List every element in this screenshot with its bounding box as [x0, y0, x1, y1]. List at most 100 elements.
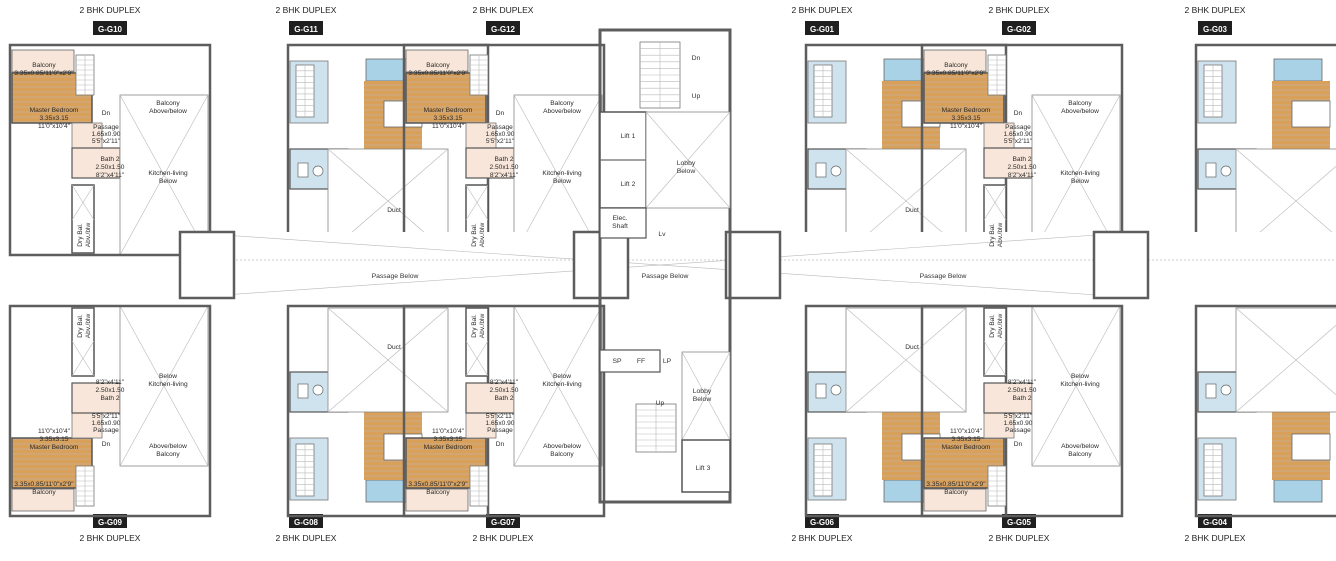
unit-tag: G-G02 [1007, 25, 1032, 34]
void-cross-line [119, 305, 209, 467]
void-cross-line [513, 94, 603, 256]
dry-balcony-abv-label: Abv./blw [479, 223, 486, 248]
unit-type-label: 2 BHK DUPLEX [792, 533, 853, 543]
bath-2-size-m: 2.50x1.50 [96, 164, 125, 171]
balcony-floor [1273, 58, 1323, 82]
balcony-above-below-label: Above/below [1061, 108, 1099, 115]
dry-balcony-label: Dry Bal. [77, 223, 84, 247]
unit-tag: G-G06 [810, 518, 835, 527]
dry-balcony [71, 184, 95, 254]
lift-1-label: Lift 1 [621, 133, 636, 140]
passage-label: Passage [1005, 427, 1031, 434]
unit-type-label: 2 BHK DUPLEX [80, 533, 141, 543]
unit-outline [402, 304, 606, 518]
bath-2-size-m: 2.50x1.50 [1008, 164, 1037, 171]
lobby-label: Lobby [677, 160, 696, 167]
unit-tag-badge [93, 514, 127, 528]
unit-plan-b [1194, 304, 1336, 518]
dry-balcony [983, 307, 1007, 377]
master-bedroom-label: Master Bedroom [424, 444, 473, 451]
passage-label: Passage [487, 124, 513, 131]
kitchen-below-label: Below [1071, 178, 1089, 185]
balcony-size: 3.35x0.85/11'0"x2'9" [926, 70, 986, 77]
bath-2-label: Bath 2 [494, 156, 513, 163]
unit-tag-badge [805, 21, 839, 35]
dn-label: Dn [496, 110, 505, 117]
stair-dn-label: Dn [692, 55, 701, 62]
master-bedroom-size-ft: 11'0"x10'4" [38, 428, 71, 435]
dry-balcony-abv-label: Abv./blw [479, 314, 486, 339]
balcony-label: Balcony [32, 489, 56, 496]
master-bedroom-size-ft: 11'0"x10'4" [950, 123, 983, 130]
lobby-label: Lobby [693, 388, 712, 395]
balcony-size: 3.35x0.85/11'0"x2'9" [926, 481, 986, 488]
unit-type-label: 2 BHK DUPLEX [276, 5, 337, 15]
passage-size-ft: 5'5"x2'11" [92, 138, 121, 145]
unit-duct-label: Duct [905, 207, 919, 214]
bath-2-label: Bath 2 [1012, 156, 1031, 163]
master-bedroom-size-m: 3.35x3.15 [434, 115, 463, 122]
bath-2-size-m: 2.50x1.50 [1008, 387, 1037, 394]
unit-plan-b [804, 304, 1008, 518]
dry-balcony-abv-label: Abv./blw [85, 223, 92, 248]
unit-type-label: 2 BHK DUPLEX [80, 5, 141, 15]
service-rooms [599, 349, 661, 373]
stair-up-label: Up [656, 400, 665, 407]
bath-2-size-m: 2.50x1.50 [490, 164, 519, 171]
lift-3 [681, 439, 731, 493]
kitchen-living-label: Kitchen-living [542, 381, 582, 388]
void-cross-line [513, 305, 603, 467]
passage-node [1092, 230, 1150, 300]
passage-size-m: 1.65x0.90 [92, 131, 121, 138]
duct-label: Duct [387, 207, 401, 214]
balcony-floor [923, 488, 987, 512]
dry-balcony-label: Dry Bal. [989, 314, 996, 338]
kitchen-below-label: Below [159, 178, 177, 185]
kitchen-below-label: Below [553, 178, 571, 185]
balcony-above-label: Balcony [550, 100, 574, 107]
balcony-label: Balcony [944, 489, 968, 496]
unit-outline [1194, 304, 1336, 518]
unit-tag-badge [486, 514, 520, 528]
lobby-below-label: Below [677, 168, 696, 175]
bath-2-label: Bath 2 [100, 395, 119, 402]
master-bedroom-size-ft: 11'0"x10'4" [950, 428, 983, 435]
master-bedroom-size-m: 3.35x3.15 [952, 436, 981, 443]
bath-2-size-ft: 8'2"x4'11" [96, 172, 125, 179]
master-bedroom-label: Master Bedroom [942, 444, 991, 451]
master-bedroom-size-m: 3.35x3.15 [952, 115, 981, 122]
kitchen-living-label: Kitchen-living [148, 170, 188, 177]
passage-size-ft: 5'5"x2'11" [1004, 138, 1033, 145]
wc-shape [815, 383, 827, 399]
balcony-above-below-label: Above/below [149, 108, 187, 115]
dry-balcony-abv-label: Abv./blw [997, 223, 1004, 248]
master-bedroom-outline [405, 72, 487, 124]
unit-type-label: 2 BHK DUPLEX [276, 533, 337, 543]
master-bedroom-size-m: 3.35x3.15 [40, 115, 69, 122]
dn-label: Dn [496, 441, 505, 448]
void-cross-line [71, 340, 95, 377]
unit-heading-g-g06: 2 BHK DUPLEX G-G06 [792, 514, 853, 543]
passage-label: Passage [1005, 124, 1031, 131]
balcony-floor [11, 49, 75, 73]
bath-2-size-ft: 8'2"x4'11" [490, 172, 519, 179]
unit-outline [8, 304, 212, 518]
bath-2-size-ft: 8'2"x4'11" [96, 379, 125, 386]
kitchen-living-label: Kitchen-living [542, 170, 582, 177]
passage-floor [983, 412, 1015, 439]
kitchen-below-label: Below [1071, 373, 1089, 380]
bath-2-size-ft: 8'2"x4'11" [1008, 379, 1037, 386]
master-bedroom-size-ft: 11'0"x10'4" [432, 123, 465, 130]
